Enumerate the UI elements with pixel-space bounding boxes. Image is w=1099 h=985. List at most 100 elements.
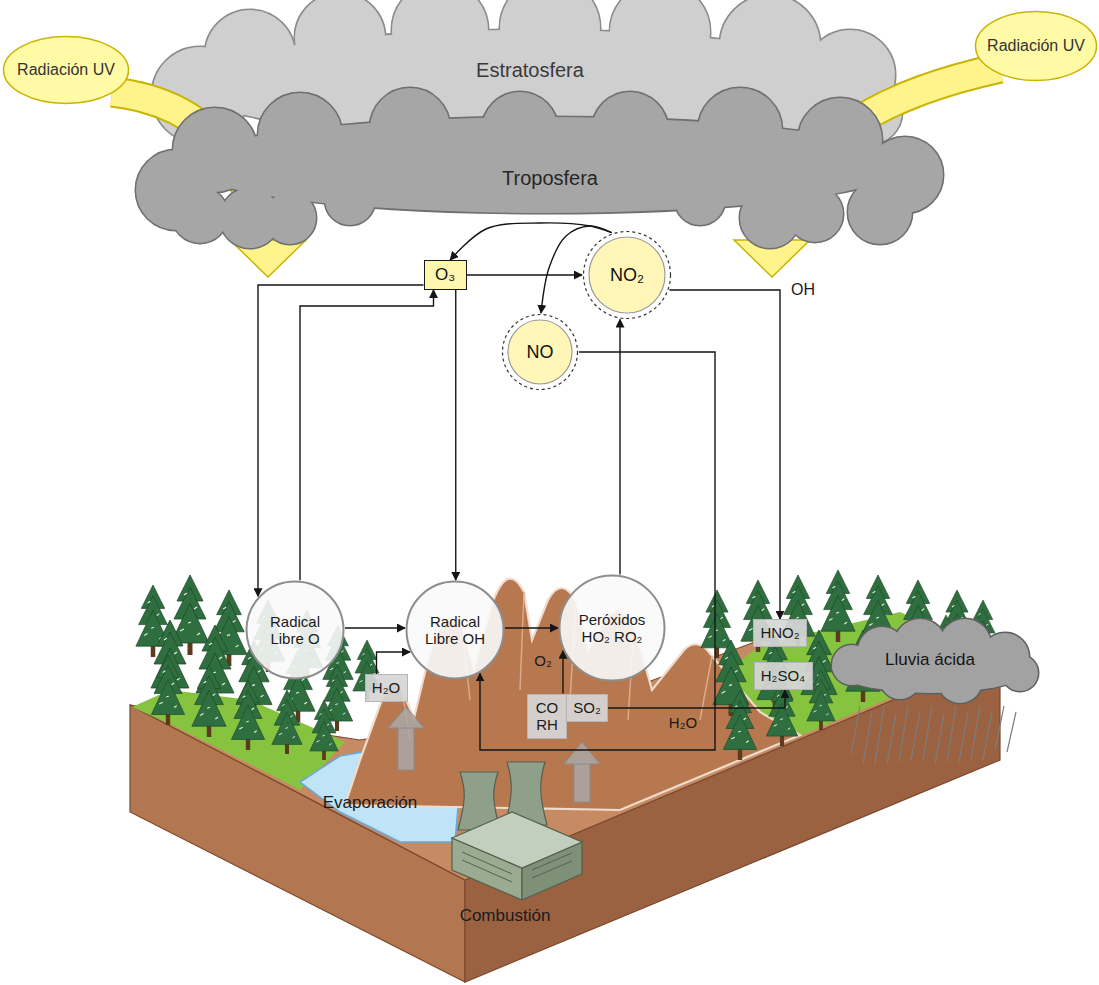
troposphere-cloud-outline (787, 186, 843, 242)
reaction-arrow (300, 290, 434, 580)
troposphere-cloud-outline (325, 175, 375, 225)
node-label: NO (527, 342, 554, 363)
reactant-label: O₂ (534, 652, 552, 669)
troposphere-cloud-outline (258, 93, 342, 177)
peroxide-circle-outline (560, 576, 665, 681)
troposphere-cloud-outline (264, 192, 316, 244)
node-label: Estratosfera (476, 59, 584, 82)
reaction-arrow (562, 651, 563, 694)
troposphere-cloud-outline (482, 92, 558, 168)
rain (851, 706, 1016, 764)
stratosphere-cloud-outline (205, 10, 295, 100)
troposphere-cloud-outline (172, 187, 228, 243)
factory (462, 852, 572, 882)
acid-rain-cloud-outline (832, 619, 1038, 703)
node-label: Radical Libre OH (423, 613, 487, 648)
left-forest (231, 680, 264, 750)
right-forest (701, 570, 997, 760)
troposphere-cloud-outline (370, 88, 450, 168)
combustion-arrow (564, 742, 600, 764)
process-label: Evaporación (323, 793, 418, 813)
troposphere-cloud-outline (848, 180, 912, 244)
troposphere-cloud-outline (482, 92, 558, 168)
factory (452, 812, 582, 868)
stratosphere-cloud-outline (392, 0, 488, 78)
evaporation-arrow (388, 707, 424, 728)
troposphere-cloud-outline (848, 180, 912, 244)
nitric-oxide-circle: NO (501, 313, 579, 391)
combustion-arrow (564, 742, 600, 802)
troposphere-cloud-outline (592, 92, 668, 168)
uv-radiation-ellipse: Radiación UV (974, 10, 1098, 82)
troposphere-cloud-outline (136, 88, 943, 248)
stratosphere-cloud-outline (610, 0, 710, 82)
stratosphere-cloud-outline (140, 92, 262, 160)
node-label: SO₂ (573, 699, 601, 716)
node-label: Peróxidos HO₂ RO₂ (575, 611, 649, 646)
reaction-arrow (377, 652, 411, 674)
peroxide-circle: Peróxidos HO₂ RO₂ (558, 574, 666, 682)
edge-label: OH (789, 281, 817, 299)
process-label: Combustión (460, 906, 551, 926)
reactant-label: H₂O (669, 714, 697, 731)
acid-rain-cloud-outline (832, 619, 1038, 703)
node-label: Radiación UV (17, 61, 115, 79)
left-forest (151, 655, 184, 725)
left-forest (272, 690, 302, 754)
reaction-arrow (505, 627, 558, 628)
nitrogen-dioxide-circle: NO₂ (582, 230, 672, 320)
free-radical-circle: Radical Libre O (245, 580, 345, 680)
reaction-arrow (608, 690, 785, 708)
reaction-arrow (345, 627, 405, 628)
compound-box: H₂O (365, 674, 408, 702)
node-label: Troposfera (502, 167, 598, 190)
reaction-arrow (669, 290, 780, 619)
left-forest (192, 665, 226, 737)
troposphere-cloud-outline (698, 88, 782, 172)
uv-radiation-ellipse: Radiación UV (2, 35, 130, 105)
troposphere-cloud-outline (136, 88, 943, 248)
troposphere-cloud-outline (258, 93, 342, 177)
node-label: HNO₂ (760, 624, 799, 641)
free-radical-circle: Radical Libre OH (405, 580, 505, 680)
troposphere-cloud-outline (172, 187, 228, 243)
troposphere-cloud-outline (787, 186, 843, 242)
troposphere-cloud-outline (675, 175, 725, 225)
node-label: H₂SO₄ (761, 667, 805, 684)
uv-radiation-ellipse-outline (976, 12, 1097, 81)
node-label: H₂O (372, 679, 400, 696)
reaction-arrow (450, 223, 611, 260)
left-forest (136, 575, 381, 760)
rain (851, 706, 1016, 764)
stratosphere-cloud-outline (140, 92, 262, 160)
nitric-oxide-circle-outline (508, 320, 572, 384)
uv-radiation-ellipse-outline (4, 37, 129, 104)
nitric-oxide-circle-outline (503, 315, 578, 390)
acid-rain-cloud: Lluvia ácida (820, 615, 1040, 705)
evaporation-arrow (398, 726, 414, 770)
troposphere-cloud-outline (173, 108, 257, 192)
troposphere-cloud-outline (675, 175, 725, 225)
troposphere-cloud-outline (325, 175, 375, 225)
compound-box: SO₂ (566, 694, 608, 722)
compound-box: H₂SO₄ (754, 662, 813, 690)
troposphere-cloud-outline (264, 192, 316, 244)
troposphere-cloud-outline (173, 108, 257, 192)
combustion-arrow (574, 762, 590, 802)
ozone-box: O₃ (424, 260, 467, 290)
evaporation-arrow (388, 707, 424, 770)
node-label: Radiación UV (987, 37, 1085, 55)
compound-box: HNO₂ (753, 619, 807, 647)
nitrogen-dioxide-circle-outline (589, 237, 665, 313)
stratosphere-cloud-outline (720, 0, 820, 95)
reaction-arrow (480, 352, 715, 750)
factory (452, 762, 582, 900)
troposphere-cloud: Troposfera (132, 80, 968, 260)
stratosphere-cloud-outline (205, 10, 295, 100)
node-label: NO₂ (610, 265, 644, 286)
reaction-arrow (467, 274, 583, 275)
free-radical-circle-outline (407, 582, 504, 679)
reaction-arrow (258, 285, 424, 596)
free-radical-circle-outline (247, 582, 344, 679)
